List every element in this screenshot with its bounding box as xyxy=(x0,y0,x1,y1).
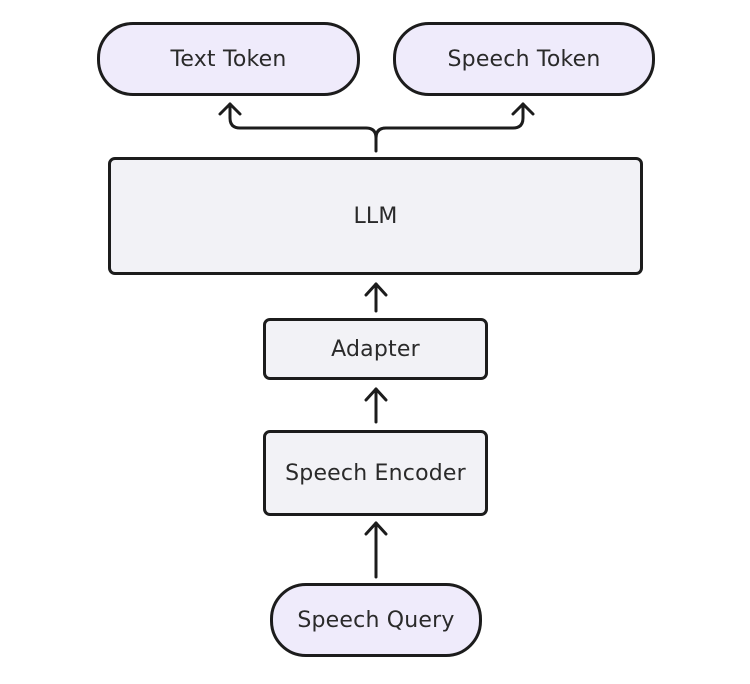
speech-token-node: Speech Token xyxy=(393,22,655,96)
speech-encoder-node: Speech Encoder xyxy=(263,430,488,516)
adapter-node: Adapter xyxy=(263,318,488,380)
speech-token-label: Speech Token xyxy=(447,46,601,72)
arrow-encoder-to-adapter xyxy=(364,387,388,424)
text-token-node: Text Token xyxy=(97,22,360,96)
llm-label: LLM xyxy=(353,203,398,229)
arrow-adapter-to-llm xyxy=(364,282,388,313)
adapter-label: Adapter xyxy=(331,336,420,362)
arrow-query-to-encoder xyxy=(364,521,388,579)
speech-query-node: Speech Query xyxy=(270,583,482,657)
text-token-label: Text Token xyxy=(170,46,287,72)
arrow-llm-to-outputs xyxy=(218,102,535,153)
speech-encoder-label: Speech Encoder xyxy=(285,460,466,486)
speech-query-label: Speech Query xyxy=(297,607,455,633)
llm-node: LLM xyxy=(108,157,643,275)
